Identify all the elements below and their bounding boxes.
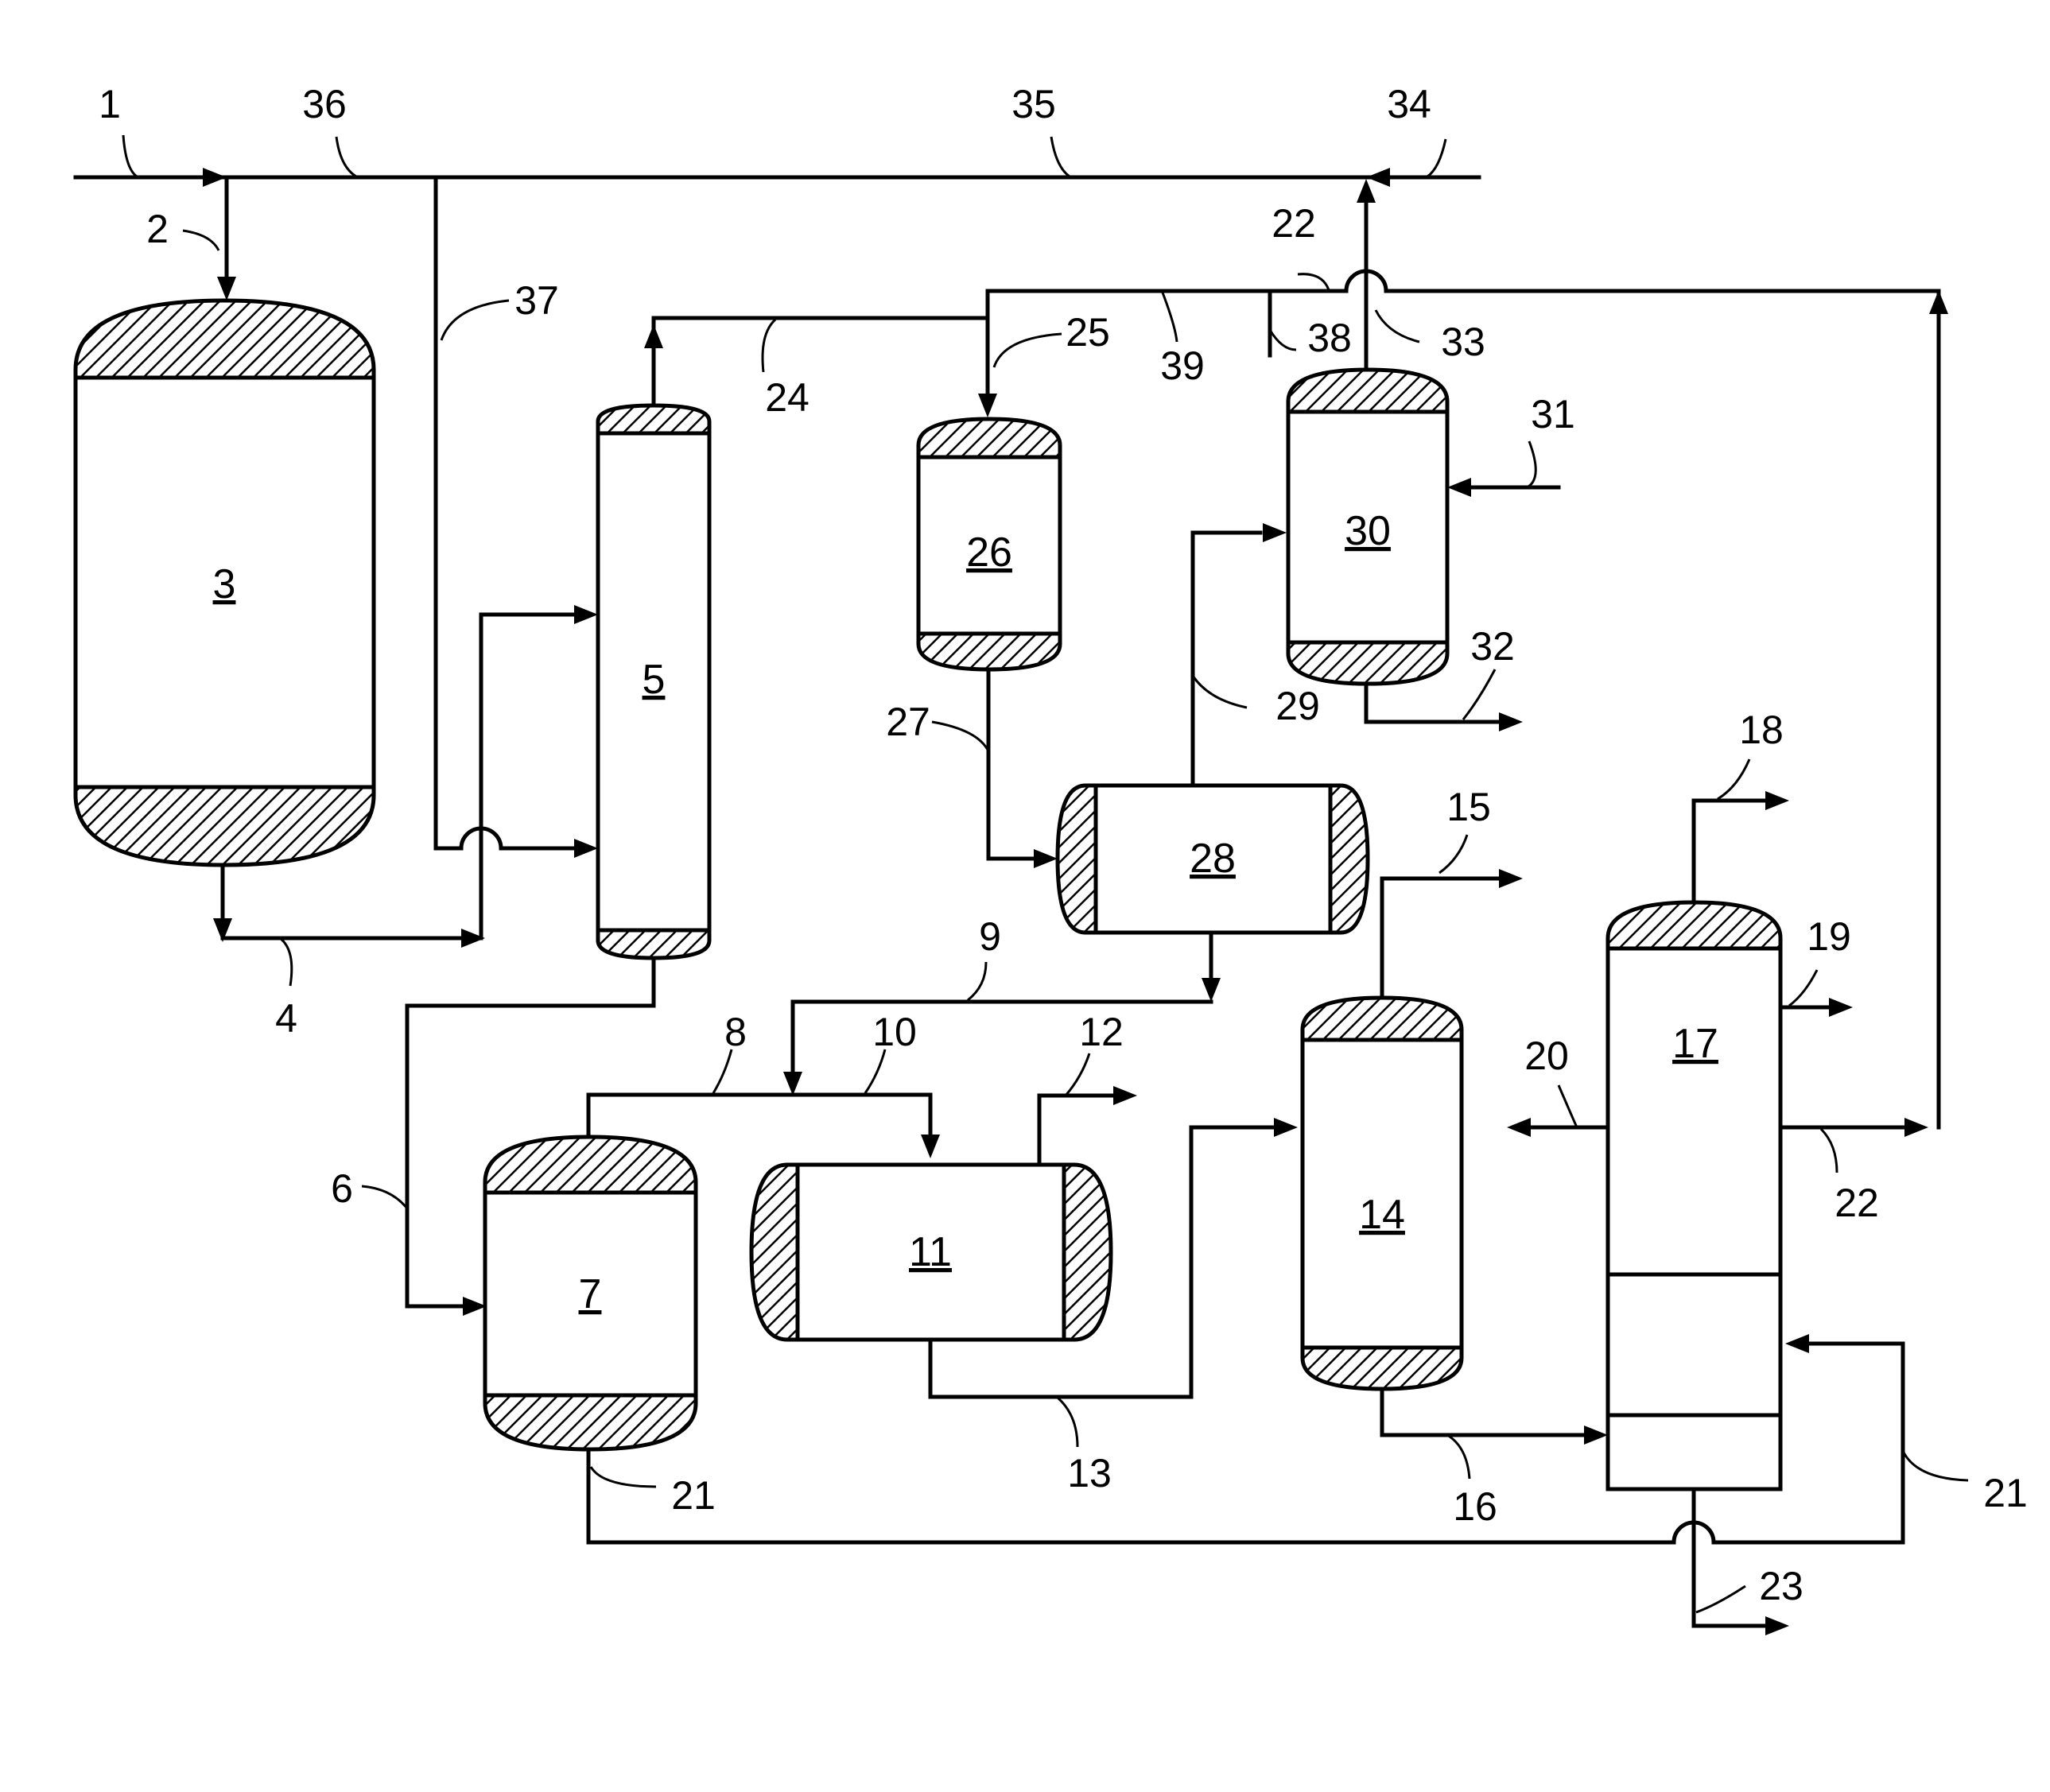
vessel-28-label: 28 [1190,836,1236,882]
arrow-line-4-c [574,605,598,624]
stream-label-12: 12 [1079,1010,1124,1054]
arrow-line-10 [921,1135,940,1158]
arrow-line-22-a [1904,1118,1928,1137]
stream-label-9: 9 [979,914,1001,959]
arrow-line-16 [1584,1425,1608,1445]
stream-label-10: 10 [872,1010,917,1054]
stream-label-4: 4 [275,996,297,1041]
arrow-line-13 [1274,1118,1298,1137]
vessel-7: 7 [485,1137,696,1449]
arrow-line-9-a [1202,978,1221,1002]
stream-label-22-right: 22 [1835,1181,1879,1225]
arrow-line-18 [1765,791,1789,810]
stream-label-18: 18 [1739,708,1784,752]
vessel-17: 17 [1608,902,1780,1489]
stream-label-29: 29 [1275,684,1320,728]
arrow-line-29 [1263,523,1287,542]
stream-label-6: 6 [331,1166,353,1211]
arrow-line-23 [1765,1616,1789,1635]
stream-label-20: 20 [1524,1034,1569,1078]
arrow-line-24 [644,324,663,348]
stream-label-13: 13 [1067,1451,1112,1495]
arrow-line-21 [1785,1334,1809,1353]
vessel-5-label: 5 [643,657,666,703]
vessel-26-label: 26 [966,529,1012,576]
stream-label-27: 27 [886,700,930,744]
stream-label-2: 2 [146,207,169,251]
stream-label-22-top: 22 [1272,201,1316,246]
stream-label-8: 8 [724,1010,747,1054]
stream-label-25: 25 [1066,310,1110,355]
arrow-line-2 [217,277,236,301]
arrow-line-33 [1357,179,1376,203]
arrow-line-19 [1829,998,1853,1017]
arrow-line-31 [1447,478,1471,497]
stream-label-19: 19 [1807,914,1851,959]
vessel-11: 11 [751,1165,1111,1340]
arrow-line-15 [1499,869,1523,888]
vessel-28: 28 [1058,785,1368,933]
arrow-line-27 [1034,849,1058,868]
vessel-14: 14 [1303,998,1462,1389]
arrow-line-37 [574,839,598,858]
stream-label-21-left: 21 [671,1473,716,1518]
vessel-30-label: 30 [1345,508,1391,554]
vessel-11-label: 11 [909,1229,952,1275]
vessel-30: 30 [1288,370,1447,684]
arrow-line-1 [203,168,227,187]
stream-label-38: 38 [1307,316,1352,360]
stream-label-37: 37 [514,278,559,323]
vessel-17-label: 17 [1672,1021,1718,1067]
stream-label-32: 32 [1470,624,1515,669]
arrow-line-22-b [1929,290,1948,314]
arrow-line-32 [1499,712,1523,731]
vessel-5: 5 [598,405,709,958]
vessel-3: 3 [76,301,374,865]
arrow-line-20 [1507,1118,1531,1137]
vessel-7-label: 7 [579,1271,602,1317]
stream-label-33: 33 [1441,320,1485,364]
vessel-14-label: 14 [1359,1192,1405,1238]
arrow-line-12 [1113,1086,1137,1105]
arrow-line-25 [978,394,997,417]
stream-label-15: 15 [1446,785,1491,829]
stream-label-1: 1 [99,82,121,126]
stream-label-31: 31 [1531,392,1575,436]
arrow-line-9-b [783,1072,802,1096]
stream-label-23: 23 [1759,1564,1803,1608]
stream-label-21-right: 21 [1983,1471,2028,1515]
stream-label-24: 24 [765,375,810,420]
stream-label-39: 39 [1160,343,1205,388]
vessel-3-label: 3 [213,561,236,607]
stream-label-35: 35 [1011,82,1056,126]
stream-label-34: 34 [1387,82,1431,126]
stream-label-36: 36 [302,82,347,126]
stream-label-16: 16 [1453,1484,1497,1529]
arrow-line-34 [1366,168,1390,187]
vessel-26: 26 [918,419,1060,669]
